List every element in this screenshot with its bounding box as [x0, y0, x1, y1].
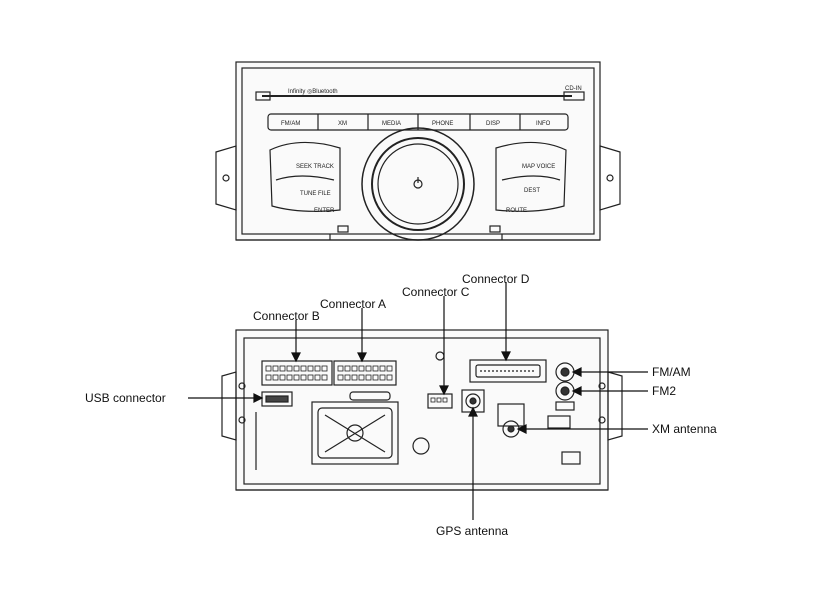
connector-d-body — [469, 359, 547, 383]
label-fm-am: FM/AM — [652, 365, 691, 379]
fan-housing — [311, 401, 399, 465]
label-connector-b: Connector B — [253, 309, 320, 323]
right-knob-area — [495, 141, 567, 212]
rear-panel — [221, 329, 623, 491]
route-label: ROUTE — [506, 208, 527, 214]
label-connector-a: Connector A — [320, 297, 387, 311]
btn-phone: PHONE — [432, 121, 453, 127]
btn-fm-am: FM/AM — [281, 121, 300, 127]
tune-file-label: TUNE FILE — [300, 191, 331, 197]
cd-badge-text: CD-IN — [565, 86, 582, 92]
rear-right-ear — [607, 371, 623, 441]
label-fm2: FM2 — [652, 384, 676, 398]
btn-disp: DISP — [486, 121, 500, 127]
cd-badge — [563, 91, 585, 101]
label-xm-antenna: XM antenna — [652, 422, 717, 436]
seek-track-label: SEEK TRACK — [296, 164, 334, 170]
right-ear — [599, 145, 621, 211]
eject-button — [255, 91, 271, 101]
connector-c-body — [427, 393, 453, 409]
dest-label: DEST — [524, 188, 540, 194]
label-connector-c: Connector C — [402, 285, 470, 299]
leader-lines — [188, 282, 648, 520]
btn-media: MEDIA — [382, 121, 401, 127]
rear-housing — [235, 329, 609, 491]
front-panel — [215, 61, 621, 241]
front-housing-inner — [241, 67, 595, 235]
btn-xm: XM — [338, 121, 347, 127]
rear-left-ear — [221, 371, 237, 441]
label-gps-antenna: GPS antenna — [436, 524, 509, 538]
front-panel-text: Infinity ◎Bluetooth CD-IN FM/AM XM MEDIA… — [281, 86, 582, 214]
map-voice-label: MAP VOICE — [522, 164, 555, 170]
usb-port-body — [261, 391, 293, 407]
label-usb-connector: USB connector — [85, 391, 166, 405]
left-ear — [215, 145, 237, 211]
rear-housing-inner — [243, 337, 601, 485]
center-knob-ring — [371, 137, 465, 231]
enter-label: ENTER — [314, 208, 335, 214]
connector-a-body — [333, 360, 397, 386]
left-knob-area — [269, 141, 341, 212]
center-knob-inner — [377, 143, 459, 225]
center-knob-outer — [361, 127, 475, 241]
connector-b-body — [261, 360, 333, 386]
label-connector-d: Connector D — [462, 272, 530, 286]
brand-text: Infinity ◎Bluetooth — [288, 89, 338, 95]
btn-info: INFO — [536, 121, 551, 127]
